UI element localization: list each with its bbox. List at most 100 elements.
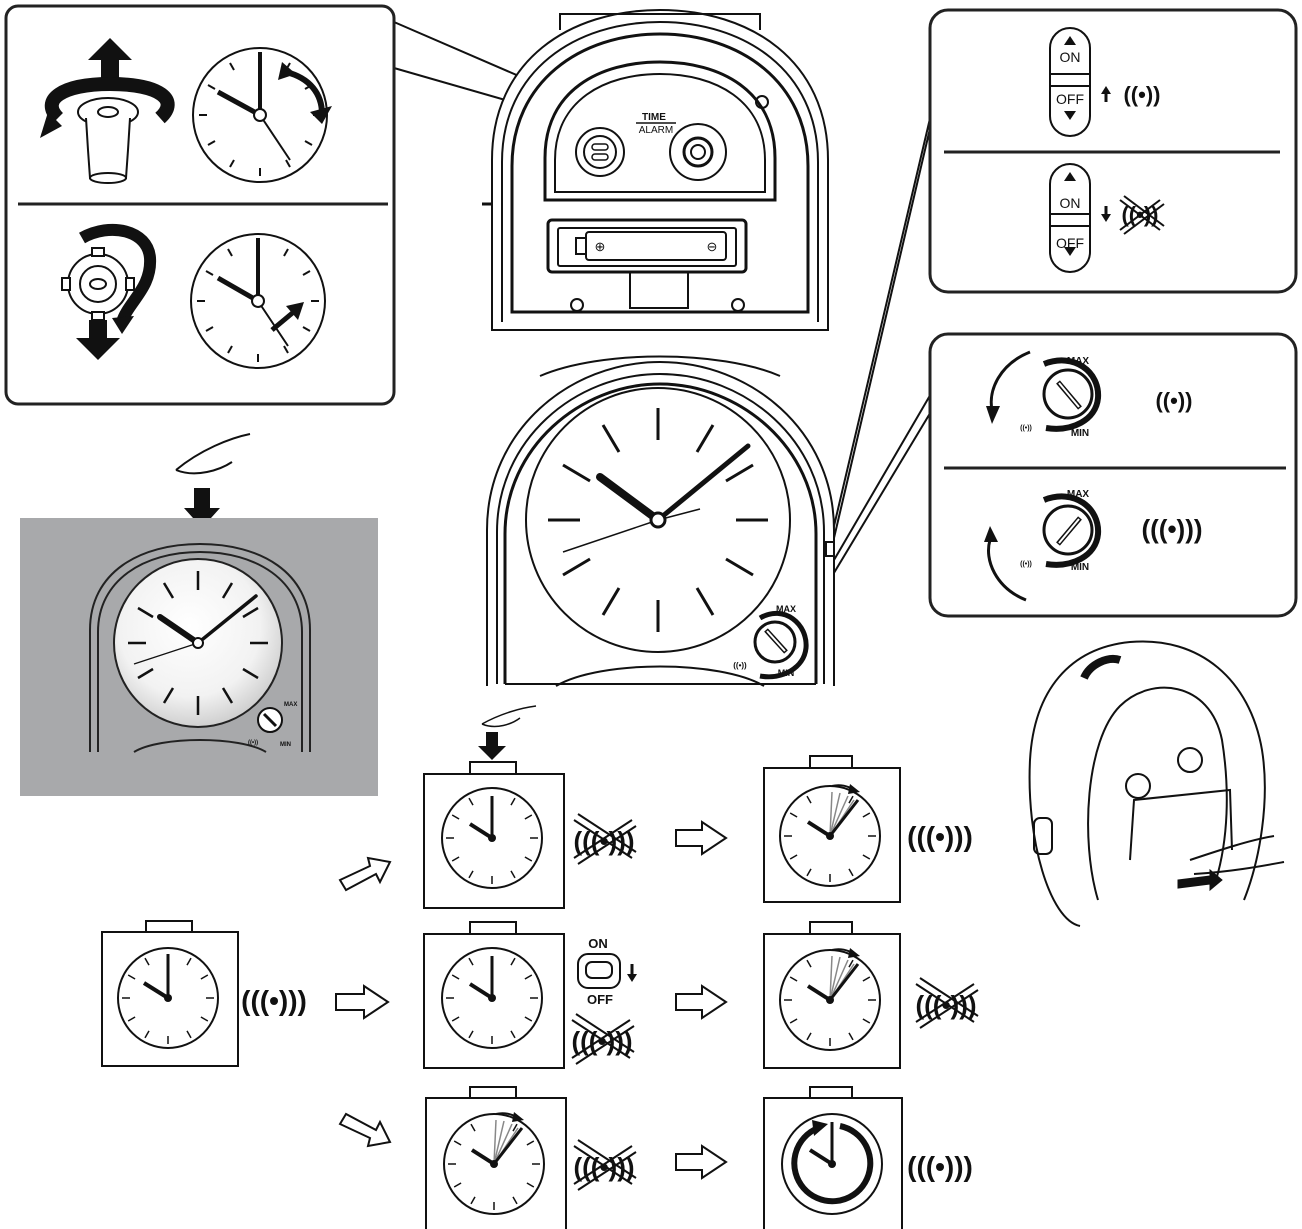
hour-tick bbox=[512, 1123, 518, 1132]
hour-tick bbox=[848, 1032, 854, 1041]
clockwise-arrow-icon bbox=[310, 106, 332, 124]
hour-tick bbox=[453, 1182, 462, 1188]
hour-tick bbox=[127, 974, 136, 980]
sequence-clock-ticks bbox=[122, 795, 876, 1210]
turn-up-arrow-icon bbox=[984, 526, 998, 542]
row3-ringing-icon: (((•))) bbox=[907, 1151, 973, 1182]
flow-arrow-right-icon bbox=[675, 1144, 728, 1180]
row2-switch-on-label: ON bbox=[588, 936, 608, 951]
svg-text:((•)): ((•)) bbox=[1020, 561, 1032, 568]
rotate-arrow-icon bbox=[40, 112, 62, 138]
row1-ringing-icon: (((•))) bbox=[907, 821, 973, 852]
clock-back-view bbox=[482, 8, 829, 331]
hour-tick bbox=[848, 795, 854, 804]
front-dial-ticks bbox=[548, 408, 768, 632]
row2-switch-off-clock bbox=[423, 921, 565, 1069]
flow-arrow-right-icon bbox=[675, 820, 728, 856]
hour-tick bbox=[862, 1018, 871, 1024]
hour-tick bbox=[451, 856, 460, 862]
hour-tick bbox=[862, 812, 871, 818]
time-knob-label: TIME bbox=[642, 112, 666, 123]
hour-tick bbox=[186, 957, 192, 966]
rotate-arrow-icon bbox=[112, 316, 134, 334]
snooze-press-illustration: ((•)) bbox=[20, 433, 378, 796]
hour-tick bbox=[510, 957, 516, 966]
hour-tick bbox=[526, 1182, 535, 1188]
hour-tick bbox=[144, 957, 150, 966]
volume-max-label-top: MAX bbox=[1067, 356, 1090, 367]
hour-tick bbox=[806, 795, 812, 804]
flow-arrow-right-icon bbox=[675, 984, 728, 1020]
switch-up-arrow-icon bbox=[1101, 86, 1111, 102]
hour-tick bbox=[451, 974, 460, 980]
row2-switch-off-label: OFF bbox=[587, 992, 613, 1007]
hour-tick bbox=[451, 1016, 460, 1022]
hour-tick bbox=[806, 1032, 812, 1041]
photo-volume-max-label: MAX bbox=[284, 702, 297, 708]
volume-callout: ((•)) ((•)) ((•)) (((•))) bbox=[928, 332, 1298, 618]
hour-tick bbox=[524, 1016, 533, 1022]
battery-plus-symbol: ⊕ bbox=[595, 239, 606, 254]
switch-on-label-top: ON bbox=[1060, 49, 1081, 65]
back-screw-bottom-left bbox=[570, 298, 584, 312]
push-down-arrow-icon bbox=[76, 320, 120, 360]
hour-tick bbox=[789, 1018, 798, 1024]
hour-tick bbox=[468, 797, 474, 806]
hour-tick bbox=[789, 976, 798, 982]
hour-tick bbox=[524, 856, 533, 862]
alarm-hand-arrow-icon bbox=[286, 302, 304, 320]
knob-pushed-down-illustration bbox=[61, 223, 157, 360]
hour-tick bbox=[510, 797, 516, 806]
time-elapsed-arrow-icon bbox=[512, 1112, 524, 1122]
pull-arrow-icon bbox=[1177, 868, 1223, 892]
hour-tick bbox=[806, 959, 812, 968]
front-volume-knob bbox=[753, 610, 809, 680]
clock-face-set-alarm bbox=[190, 233, 326, 369]
start-clock bbox=[101, 920, 239, 1067]
hour-tick bbox=[468, 870, 474, 879]
row2-elapsed-clock bbox=[763, 921, 901, 1069]
counterclockwise-arrow-icon bbox=[278, 62, 296, 80]
hour-tick bbox=[470, 1196, 476, 1205]
front-volume-min-label: MIN bbox=[778, 668, 795, 678]
row2-end-muted-icon: (((•))) bbox=[915, 977, 979, 1029]
battery-minus-symbol: ⊖ bbox=[707, 239, 718, 254]
finger-icon bbox=[175, 433, 251, 475]
battery-cover-removal-illustration bbox=[1028, 640, 1285, 927]
volume-min-label-top: MIN bbox=[1071, 428, 1089, 439]
flow-arrow-right-icon bbox=[335, 984, 390, 1020]
row1-snooze-clock bbox=[423, 705, 565, 909]
front-sound-icon: ((•)) bbox=[733, 661, 747, 670]
callout-leader-lines bbox=[393, 21, 933, 637]
switch-off-label-bottom: OFF bbox=[1056, 235, 1084, 251]
flow-arrow-down-right-icon bbox=[338, 1112, 392, 1148]
hour-tick bbox=[789, 812, 798, 818]
small-sound-icon: ((•)) bbox=[1020, 425, 1032, 432]
hour-tick bbox=[453, 1140, 462, 1146]
alarm-knob-label: ALARM bbox=[639, 125, 673, 136]
pull-up-arrow-icon bbox=[88, 38, 132, 78]
hour-tick bbox=[862, 976, 871, 982]
hour-tick bbox=[806, 868, 812, 877]
row2-muted-icon: (((•))) bbox=[571, 1013, 635, 1065]
time-elapsed-arrow-icon bbox=[848, 784, 860, 794]
hour-tick bbox=[862, 854, 871, 860]
volume-max-label-bottom: MAX bbox=[1067, 489, 1090, 500]
back-screw-bottom-right bbox=[731, 298, 745, 312]
back-screw-top-right bbox=[755, 95, 769, 109]
press-down-arrow-icon bbox=[478, 732, 506, 760]
row3-ringing-elapsed-clock bbox=[425, 1086, 567, 1229]
hour-tick bbox=[127, 1016, 136, 1022]
switch-down-arrow-icon bbox=[627, 964, 637, 982]
row1-muted-icon: (((•))) bbox=[573, 813, 637, 865]
hour-tick bbox=[848, 959, 854, 968]
hour-tick bbox=[848, 868, 854, 877]
hour-tick bbox=[510, 870, 516, 879]
hour-tick bbox=[524, 974, 533, 980]
hour-tick bbox=[144, 1030, 150, 1039]
switch-up-triangle-icon bbox=[1064, 36, 1076, 45]
loud-sound-icon: (((•))) bbox=[1141, 514, 1202, 544]
hour-tick bbox=[468, 1030, 474, 1039]
photo-volume-min-label: MIN bbox=[280, 742, 291, 748]
volume-min-label-bottom: MIN bbox=[1071, 562, 1089, 573]
